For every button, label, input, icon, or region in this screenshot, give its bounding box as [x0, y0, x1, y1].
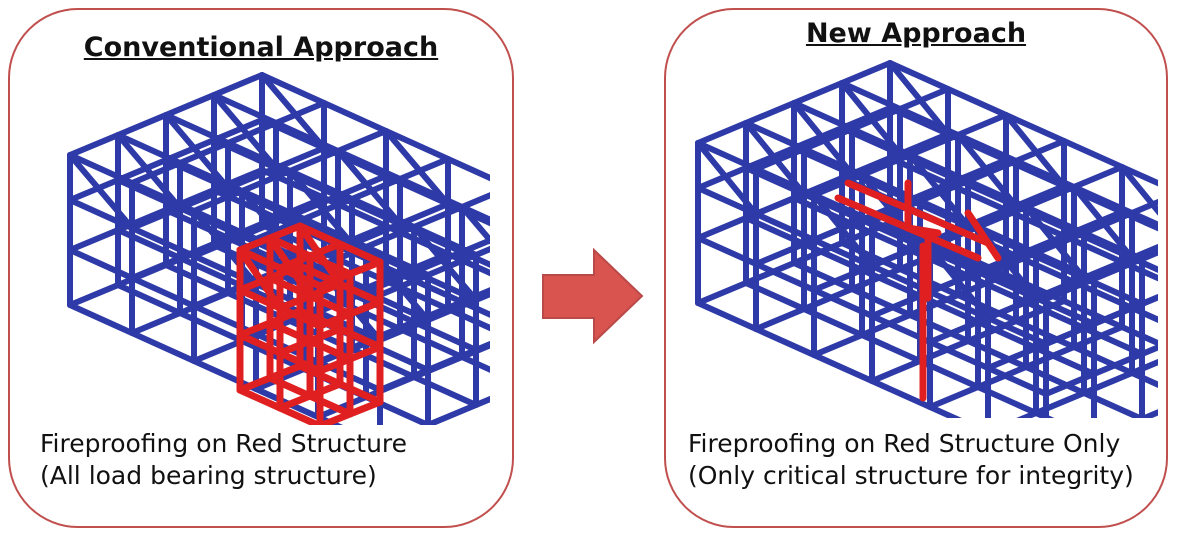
caption-line-1: Fireproofing on Red Structure: [40, 429, 408, 458]
conventional-approach-panel: Conventional Approach Fireproofing on Re…: [8, 8, 514, 528]
conventional-caption: Fireproofing on Red Structure (All load …: [40, 428, 407, 492]
conventional-structure-illustration: [67, 72, 490, 425]
new-structure-illustration: [695, 60, 1158, 418]
caption-line-2: (All load bearing structure): [40, 461, 377, 490]
conventional-approach-title: Conventional Approach: [83, 32, 439, 63]
right-arrow-icon: [542, 248, 644, 345]
caption-line-2: (Only critical structure for integrity): [688, 461, 1134, 490]
new-approach-caption: Fireproofing on Red Structure Only (Only…: [688, 428, 1134, 492]
caption-line-1: Fireproofing on Red Structure Only: [688, 429, 1121, 458]
new-approach-title: New Approach: [805, 18, 1027, 49]
new-approach-panel: New Approach Fireproofing on Red Structu…: [664, 8, 1168, 528]
